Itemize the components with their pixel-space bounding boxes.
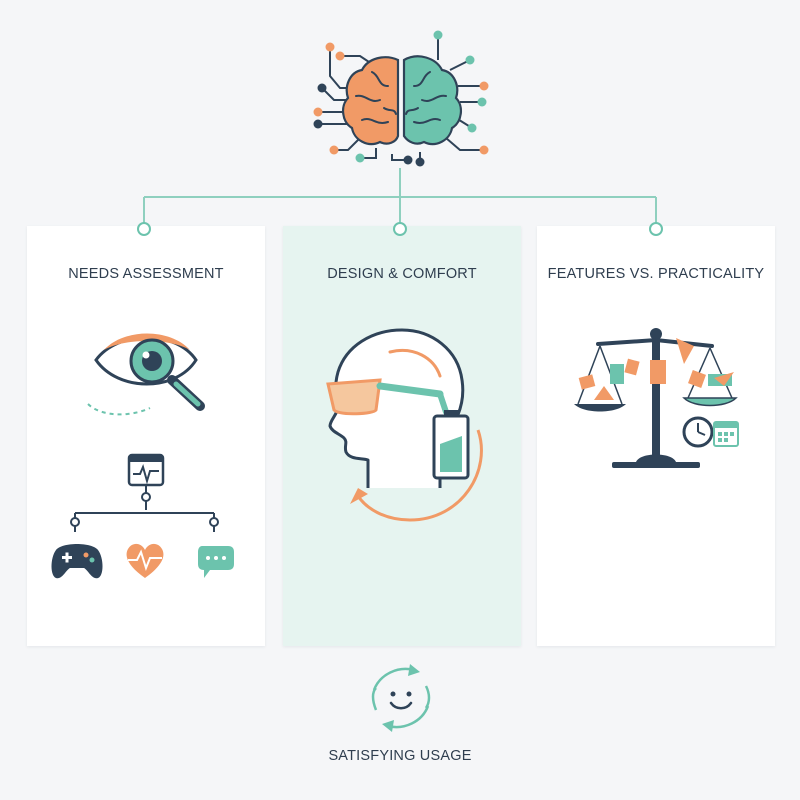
tree-connector [74,485,215,532]
panel-title: DESIGN & COMFORT [327,266,477,282]
calendar-icon [713,421,739,447]
smiley-cycle-icon [371,664,431,732]
connector-nodes [137,222,663,236]
panel-title: NEEDS ASSESSMENT [68,266,224,282]
panel-title: FEATURES VS. PRACTICALITY [547,266,765,282]
heart-pulse-icon [126,543,164,578]
balance-scale-icon [574,328,738,468]
monitor-pulse-icon [127,453,165,487]
gamepad-icon [51,544,103,579]
clock-icon [682,416,714,448]
head-glasses-battery-icon [326,328,483,522]
eye-magnifier-icon [87,333,205,416]
chat-bubble-icon [198,546,234,578]
brain-circuit-icon [313,30,489,167]
footer-label: SATISFYING USAGE [328,748,472,764]
